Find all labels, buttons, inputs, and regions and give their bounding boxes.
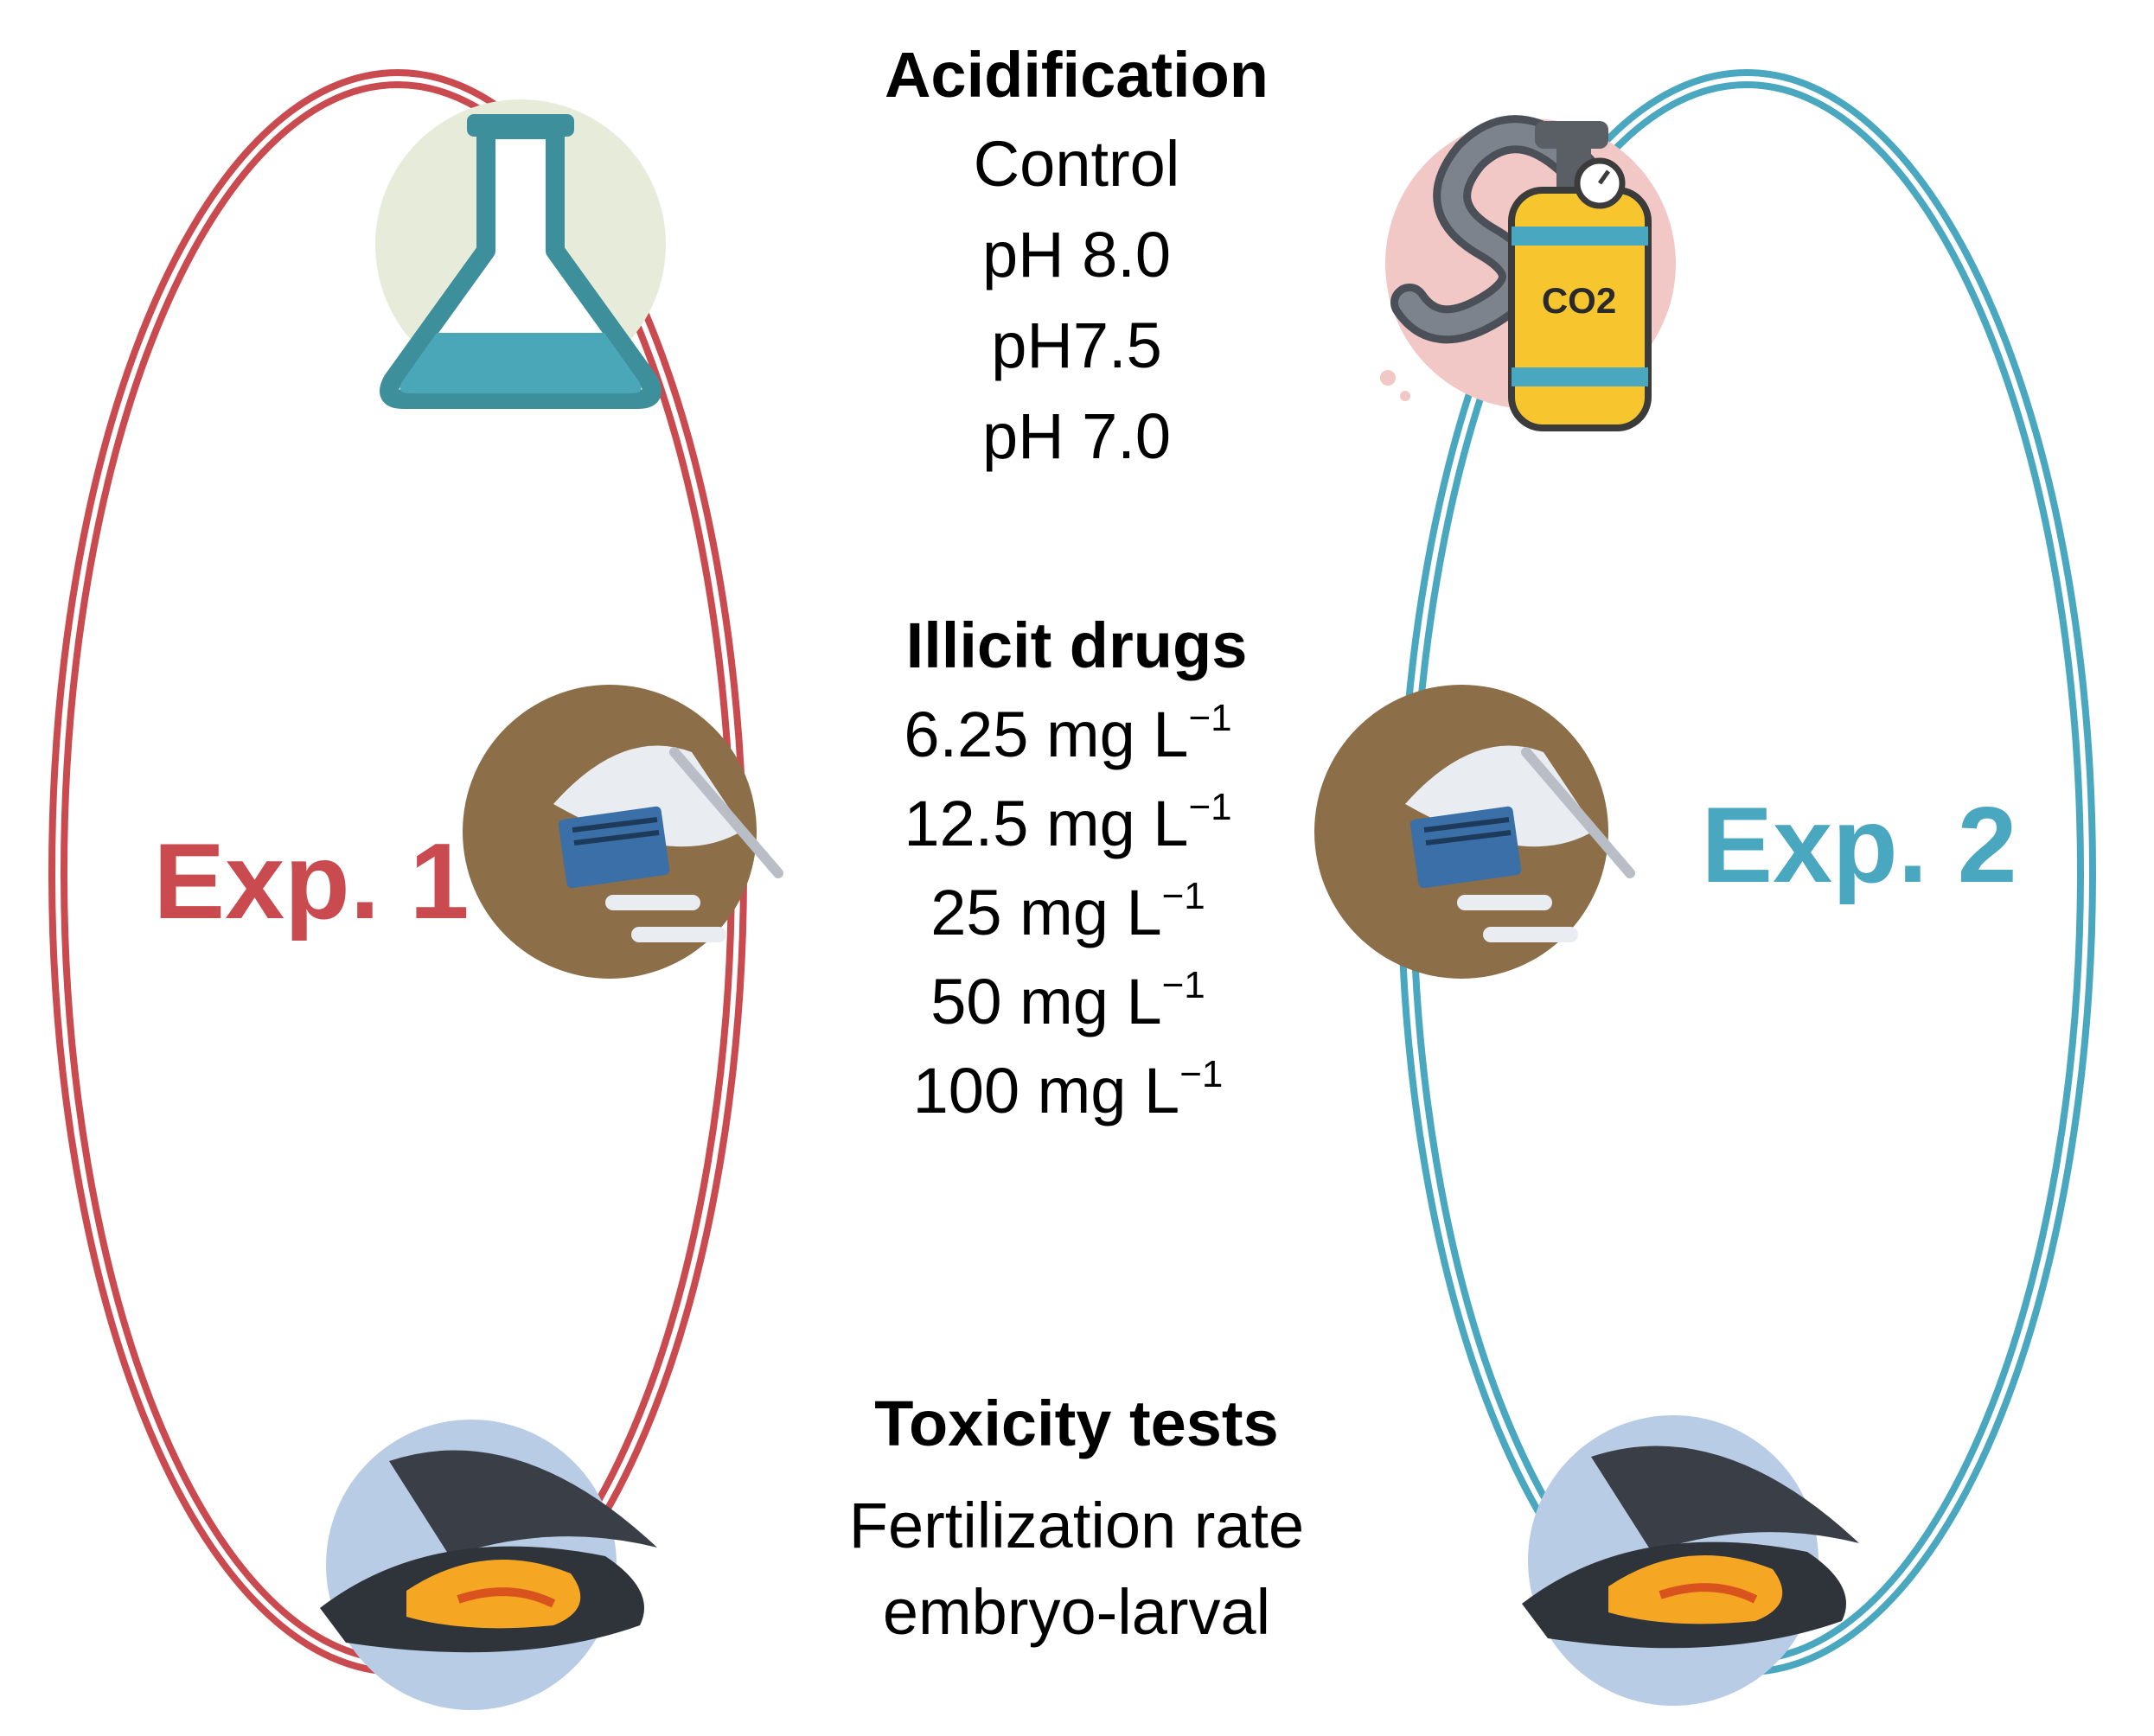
unit-exponent: −1: [1179, 1053, 1223, 1095]
drug-concentration: 50 mg L−1: [930, 964, 1205, 1037]
concentration-value: 100 mg L: [913, 1055, 1180, 1126]
acidification-item: pH 7.0: [982, 400, 1171, 472]
hcl-flask-icon: HCl: [375, 99, 666, 409]
unit-exponent: −1: [1162, 964, 1205, 1006]
co2-cylinder-icon: CO2: [1380, 115, 1676, 431]
toxicity-test-item: embryo-larval: [883, 1576, 1270, 1648]
toxicity-tests-heading: Toxicity tests: [874, 1388, 1278, 1459]
concentration-value: 25 mg L: [930, 877, 1161, 948]
drug-concentration: 25 mg L−1: [930, 875, 1205, 948]
acidification-item: pH7.5: [991, 310, 1161, 381]
concentration-value: 6.25 mg L: [904, 699, 1188, 770]
mussel-icon: [1522, 1415, 1859, 1706]
acidification-item: pH 8.0: [982, 219, 1171, 290]
concentration-value: 50 mg L: [930, 966, 1161, 1037]
exp1-label: Exp. 1: [153, 822, 469, 941]
co2-label: CO2: [1542, 280, 1616, 321]
drug-concentration: 100 mg L−1: [913, 1053, 1224, 1126]
toxicity-test-item: Fertilization rate: [849, 1490, 1304, 1561]
acidification-item: Control: [974, 128, 1180, 200]
exp2-label: Exp. 2: [1701, 786, 2017, 905]
concentration-list: 6.25 mg L−112.5 mg L−125 mg L−150 mg L−1…: [904, 697, 1231, 1126]
illicit-drugs-heading: Illicit drugs: [906, 610, 1248, 681]
drug-concentration: 6.25 mg L−1: [904, 697, 1231, 770]
drug-concentration: 12.5 mg L−1: [904, 786, 1231, 859]
unit-exponent: −1: [1188, 697, 1231, 739]
acidification-heading: Acidification: [885, 39, 1269, 111]
unit-exponent: −1: [1162, 875, 1205, 917]
hcl-label: HCl: [477, 282, 564, 338]
unit-exponent: −1: [1188, 786, 1231, 828]
drug-powder-icon: [463, 685, 783, 979]
mussel-icon: [320, 1420, 657, 1710]
drug-powder-icon: [1314, 685, 1635, 979]
concentration-value: 12.5 mg L: [904, 788, 1188, 859]
